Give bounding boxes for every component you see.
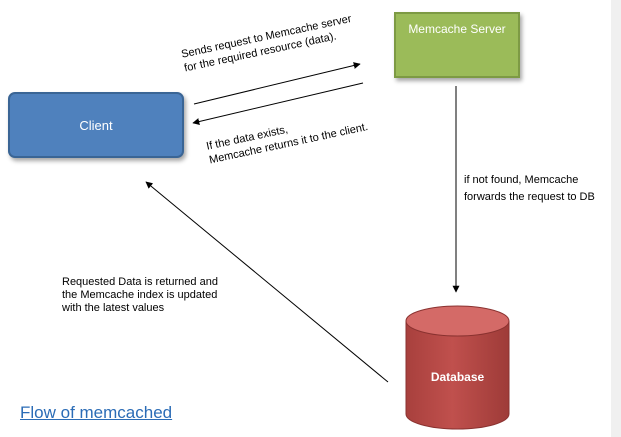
database-cylinder <box>405 305 510 430</box>
client-box: Client <box>8 92 184 158</box>
forward-note-line: forwards the request to DB <box>464 191 595 203</box>
database-label: Database <box>430 370 485 384</box>
forward-note: if not found, Memcache forwards the requ… <box>464 172 595 206</box>
returned-note-line: Requested Data is returned and <box>62 276 218 288</box>
right-edge-strip <box>611 0 621 437</box>
returned-note-line: with the latest values <box>62 302 165 314</box>
forward-note-line: if not found, Memcache <box>464 174 579 186</box>
memcache-server-box: Memcache Server <box>394 12 520 78</box>
returned-note: Requested Data is returned and the Memca… <box>62 276 218 315</box>
response-arrow <box>192 82 364 125</box>
client-label: Client <box>79 117 113 133</box>
request-arrow <box>193 62 361 105</box>
memcache-server-label: Memcache Server <box>408 22 506 36</box>
returned-note-line: the Memcache index is updated <box>62 289 218 301</box>
diagram-caption: Flow of memcached <box>20 403 173 422</box>
return-arrow <box>145 181 389 383</box>
